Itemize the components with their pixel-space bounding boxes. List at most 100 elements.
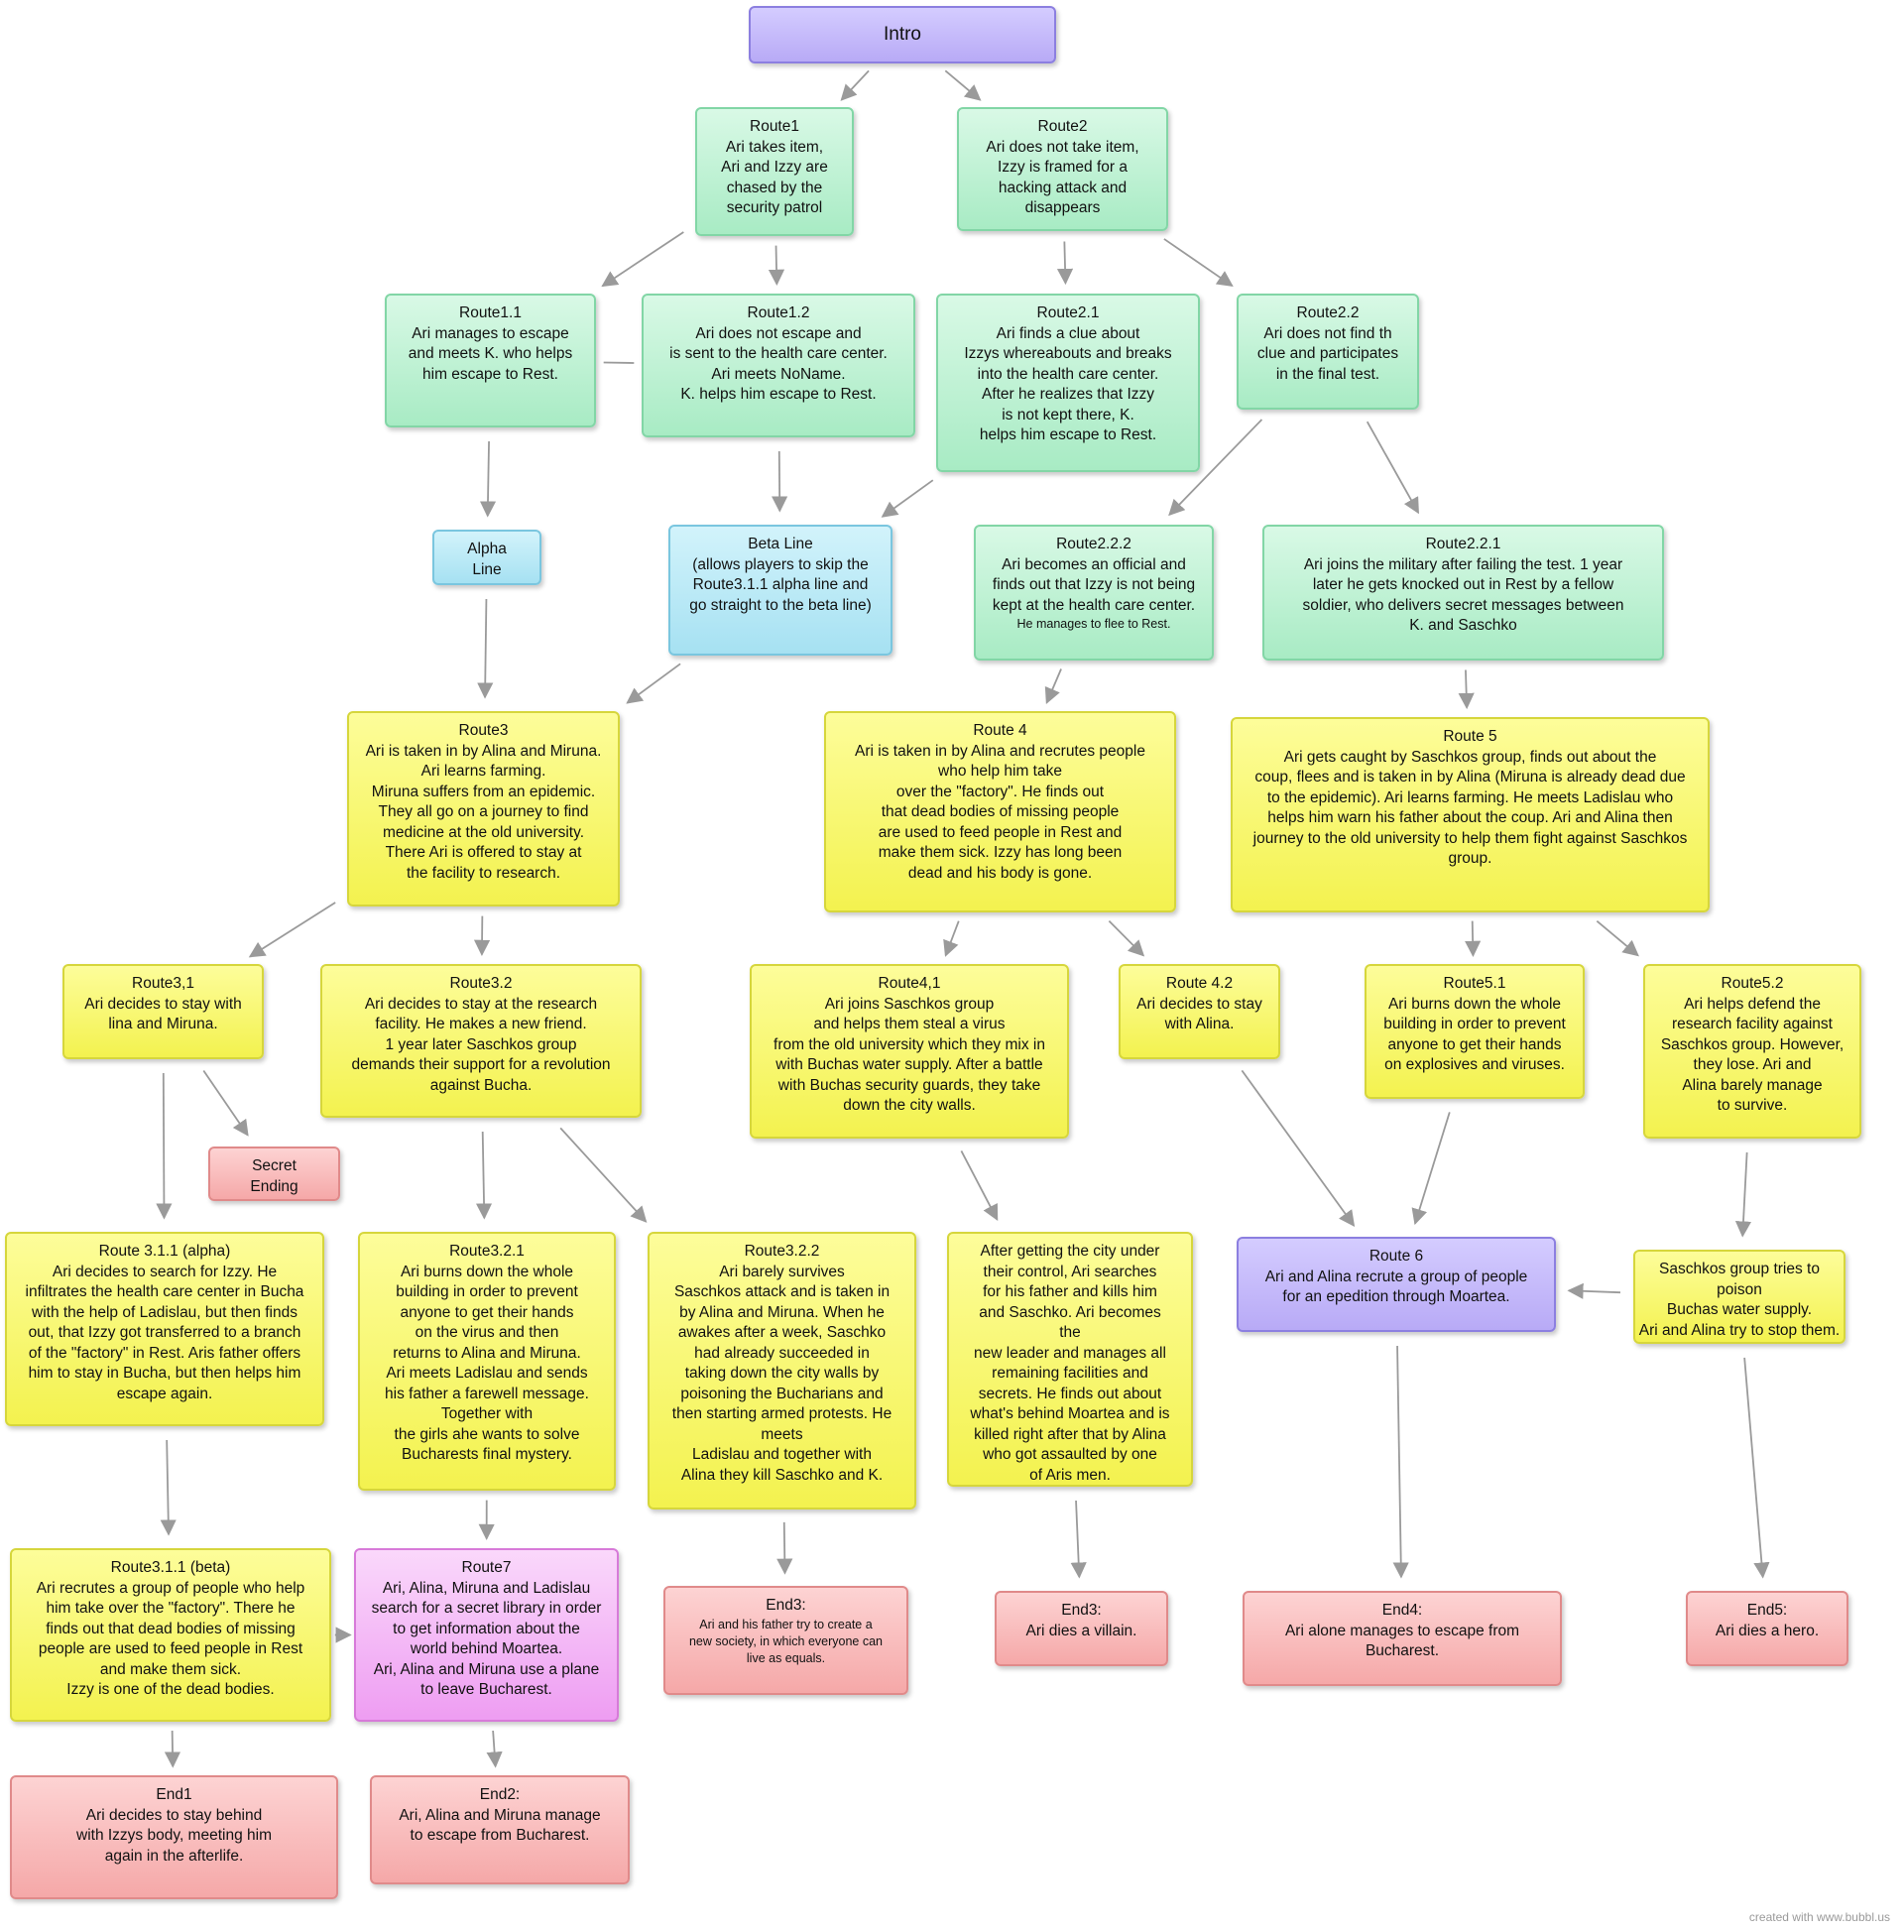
node-text-line: infiltrates the health care center in Bu… — [25, 1283, 304, 1300]
node-text-line: Ari decides to stay — [1136, 995, 1262, 1013]
edge-r11-to-alpha — [479, 440, 497, 518]
node-title: Route 5 — [1443, 728, 1497, 745]
node-title: Saschkos group tries to — [1659, 1261, 1820, 1277]
edge-r221-to-r5 — [1458, 669, 1475, 710]
edge-intro-to-r1 — [840, 69, 870, 101]
edge-alpha-to-r3 — [477, 598, 494, 699]
node-title: Route7 — [461, 1559, 512, 1576]
node-text-line: helps him warn his father about the coup… — [1267, 809, 1673, 826]
node-text-line: Ari meets NoName. — [711, 365, 846, 383]
node-text-line: dead and his body is gone. — [907, 864, 1093, 882]
node-title: Route3.2.1 — [449, 1243, 525, 1260]
node-text-line: in the final test. — [1275, 365, 1380, 383]
node-text-line: anyone to get their hands — [400, 1303, 574, 1321]
edge-r4-to-r41 — [943, 920, 960, 957]
node-text-line: Alina barely manage — [1682, 1076, 1823, 1094]
node-text-line: him take over the "factory". There he — [46, 1600, 296, 1617]
node-r311a[interactable]: Route 3.1.1 (alpha)Ari decides to search… — [5, 1232, 324, 1426]
node-text-line: Ari dies a hero. — [1715, 1622, 1820, 1639]
node-note-line: live as equals. — [746, 1650, 826, 1665]
node-text-line: on the virus and then — [415, 1324, 559, 1341]
node-title: Route3 — [458, 722, 509, 739]
node-text-line: to survive. — [1717, 1097, 1788, 1114]
edge-r12-to-beta — [772, 450, 788, 513]
node-text-line: hacking attack and — [998, 179, 1128, 196]
node-text-line: helps him escape to Rest. — [979, 426, 1157, 443]
node-text-line: Together with — [440, 1405, 534, 1422]
edge-r32-to-r322 — [559, 1127, 648, 1223]
node-text-line: Route3.1.1 alpha line and — [692, 576, 869, 593]
node-text-line: Ari decides to stay with — [84, 995, 242, 1013]
node-r311b[interactable]: Route3.1.1 (beta)Ari recrutes a group of… — [10, 1548, 331, 1722]
node-title: Route 4 — [973, 722, 1027, 739]
node-endv[interactable]: End3:Ari dies a villain. — [995, 1591, 1168, 1666]
node-title: End2: — [479, 1786, 521, 1803]
edge-sasch-to-end5 — [1743, 1357, 1770, 1579]
node-text-line: disappears — [1024, 199, 1101, 216]
node-text-line: who got assaulted by one — [983, 1446, 1157, 1463]
node-text-line: journey to the old university to help th… — [1252, 829, 1688, 847]
edge-r2-to-r21 — [1056, 241, 1074, 286]
node-text-line: Ari does not escape and — [695, 324, 862, 342]
edge-r41-to-r41b — [960, 1149, 999, 1222]
node-text-line: Ari is taken in by Alina and recrutes pe… — [855, 742, 1145, 760]
node-text-line: After he realizes that Izzy — [981, 386, 1155, 403]
node-text-line: make them sick. Izzy has long been — [878, 844, 1123, 861]
footer-credit[interactable]: created with www.bubbl.us — [1748, 1910, 1890, 1924]
node-title: Route2.2.1 — [1425, 536, 1501, 552]
node-text-line: are used to feed people in Rest and — [878, 823, 1123, 841]
node-text-line: Izzy is framed for a — [998, 159, 1128, 176]
node-text-line: remaining facilities and — [992, 1365, 1148, 1382]
edge-r3-to-r31 — [248, 902, 336, 958]
node-title: Secret — [252, 1157, 297, 1174]
node-text-line: to the epidemic). Ari learns farming. He… — [1266, 788, 1674, 806]
node-text-line: and meets K. who helps — [408, 345, 573, 362]
node-r4[interactable]: Route 4 Ari is taken in by Alina and recr… — [824, 711, 1176, 912]
node-note-line: new society, in which everyone can — [688, 1633, 883, 1648]
edge-sasch-to-r6 — [1567, 1282, 1621, 1299]
node-intro[interactable]: Intro — [749, 6, 1056, 63]
node-text-line: clue and participates — [1256, 345, 1399, 362]
node-text-line: coup, flees and is taken in by Alina (Mi… — [1254, 769, 1686, 785]
node-text-line: chased by the — [726, 179, 823, 196]
edge-r22-to-r222 — [1168, 419, 1263, 517]
node-text-line: Ladislau and together with — [692, 1446, 872, 1463]
node-text-line: Ari barely survives — [719, 1263, 845, 1280]
node-title: Route4,1 — [878, 975, 941, 992]
edge-r31-to-secret — [202, 1070, 249, 1137]
node-text-line: from the old university which they mix i… — [774, 1035, 1045, 1053]
node-text-line: him escape to Rest. — [422, 365, 558, 383]
node-end5[interactable]: End5:Ari dies a hero. — [1686, 1591, 1848, 1666]
node-text-line: over the "factory". He finds out — [895, 783, 1105, 800]
node-text-line: Alina they kill Saschko and K. — [680, 1466, 884, 1484]
